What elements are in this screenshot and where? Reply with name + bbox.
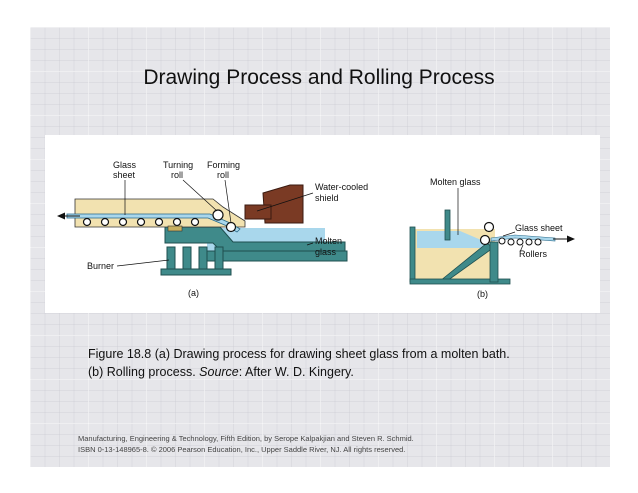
caption-line-1: Figure 18.8 (a) Drawing process for draw…	[88, 347, 510, 361]
label-glass-sheet-b: Glass sheet	[515, 223, 563, 233]
molten-glass	[417, 231, 493, 248]
vat-side	[409, 226, 416, 283]
slide-title: Drawing Process and Rolling Process	[143, 66, 495, 89]
roller	[507, 238, 515, 246]
arrow-head-icon	[567, 235, 575, 243]
roller	[498, 237, 506, 245]
label-water-cooled-shield: Water-cooled	[315, 182, 368, 192]
label-molten-glass-b: Molten glass	[430, 177, 481, 187]
roller	[516, 238, 524, 246]
turning-roll	[212, 209, 224, 221]
vat-base	[409, 278, 511, 285]
footer-line-1: Manufacturing, Engineering & Technology,…	[78, 434, 414, 443]
lower-roll	[479, 234, 491, 246]
caption-line-2: (b) Rolling process. Source: After W. D.…	[88, 365, 354, 379]
label-glass-sheet: Glass	[113, 160, 137, 170]
label-water-cooled-shield: shield	[315, 193, 339, 203]
label-part-b: (b)	[477, 289, 488, 299]
slide-footer: Manufacturing, Engineering & Technology,…	[78, 433, 414, 455]
burner-leg-1	[166, 246, 176, 272]
arrow-head-icon	[57, 212, 65, 220]
roller	[136, 217, 146, 227]
roller	[190, 217, 200, 227]
roller	[154, 217, 164, 227]
upper-roll	[483, 221, 495, 233]
diagram-a: Glass sheet Turning roll Forming roll Wa…	[57, 160, 368, 298]
figure-caption: Figure 18.8 (a) Drawing process for draw…	[88, 345, 510, 381]
roller-post	[489, 241, 499, 283]
vat-gate	[444, 209, 451, 241]
roller	[100, 217, 110, 227]
water-cooled-shield-block	[244, 204, 272, 220]
roller	[82, 217, 92, 227]
roller	[525, 238, 533, 246]
label-part-a: (a)	[188, 288, 199, 298]
figure-panel: Glass sheet Turning roll Forming roll Wa…	[45, 135, 600, 313]
drawing-chamber	[74, 198, 246, 228]
label-turning-roll: roll	[171, 170, 183, 180]
forming-roll	[225, 221, 237, 233]
label-turning-roll: Turning	[163, 160, 193, 170]
label-glass-sheet: sheet	[113, 170, 136, 180]
label-rollers: Rollers	[519, 249, 548, 259]
roller	[118, 217, 128, 227]
diagram-b: Molten glass Glass sheet Rollers (b)	[409, 177, 575, 299]
roller	[534, 238, 542, 246]
label-forming-roll: Forming	[207, 160, 240, 170]
label-burner: Burner	[87, 261, 114, 271]
label-molten-glass: glass	[315, 247, 337, 257]
caption-source-label: Source	[199, 365, 239, 379]
burner-base	[160, 268, 232, 276]
burner-nozzle	[167, 225, 183, 232]
footer-line-2: ISBN 0-13-148965-8. © 2006 Pearson Educa…	[78, 445, 406, 454]
label-molten-glass: Molten	[315, 236, 342, 246]
label-forming-roll: roll	[217, 170, 229, 180]
roller	[172, 217, 182, 227]
figure-18-8-diagram: Glass sheet Turning roll Forming roll Wa…	[57, 160, 575, 299]
